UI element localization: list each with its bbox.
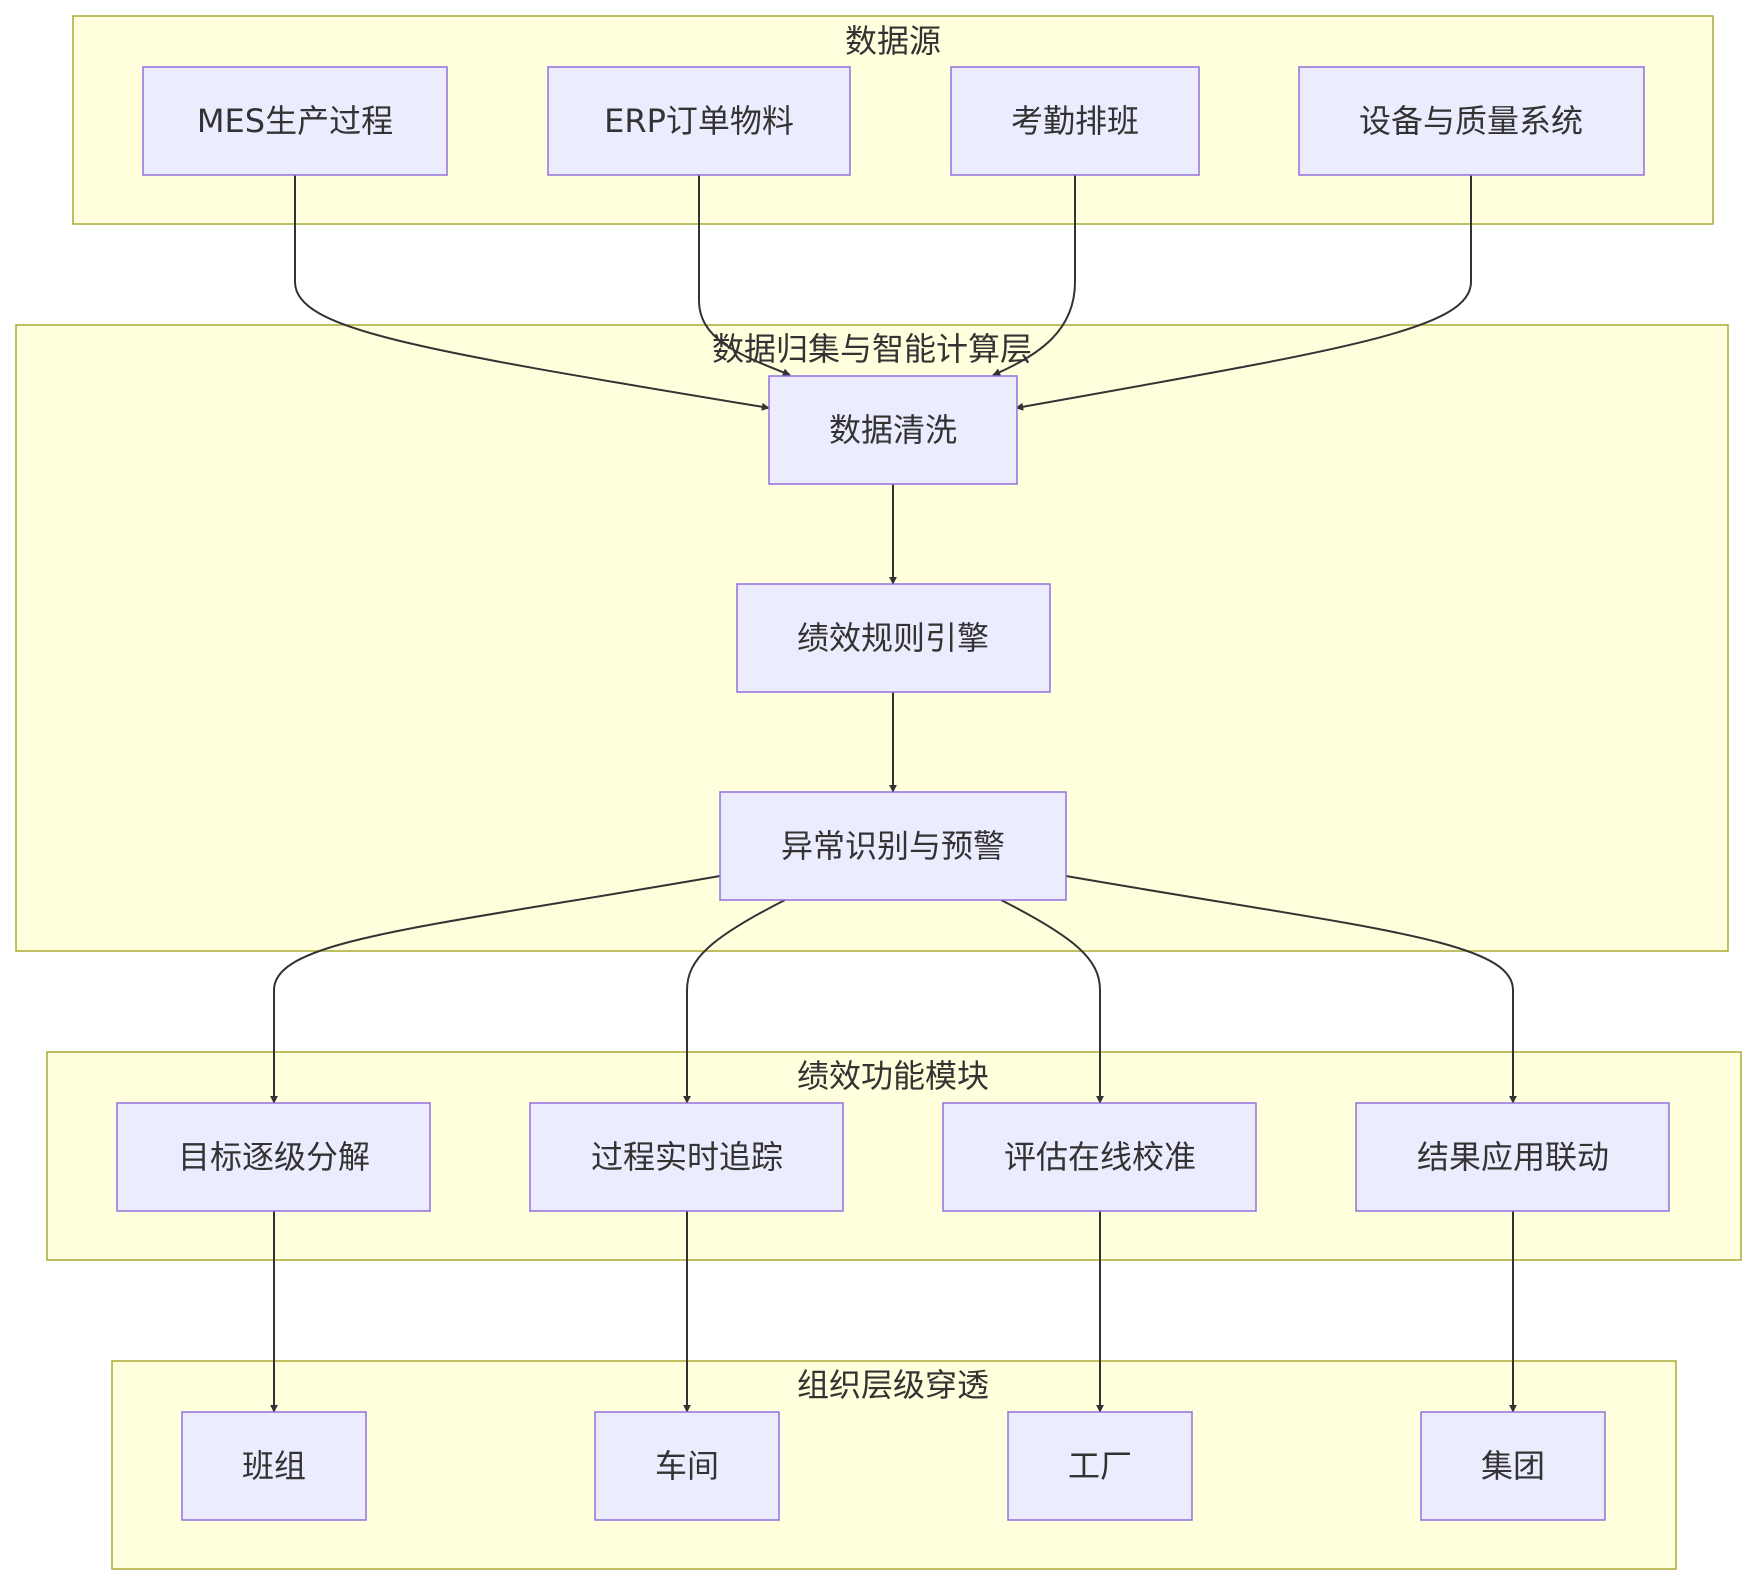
node-label: ERP订单物料	[604, 102, 794, 140]
edge-attendance-to-cleaning	[992, 175, 1076, 376]
cluster-title-performance-modules: 绩效功能模块	[797, 1057, 989, 1095]
node-group[interactable]: 集团	[1420, 1411, 1606, 1521]
edge-equipment-to-cleaning	[1015, 175, 1472, 411]
node-rules-engine[interactable]: 绩效规则引擎	[736, 583, 1051, 693]
edges	[270, 175, 1517, 1413]
node-label: 数据清洗	[829, 411, 957, 449]
node-label: 绩效规则引擎	[797, 619, 989, 657]
cluster-org-levels: 组织层级穿透	[111, 1360, 1677, 1570]
cluster-title-data-sources: 数据源	[845, 22, 941, 60]
node-label: 结果应用联动	[1417, 1138, 1609, 1176]
node-label: 班组	[242, 1447, 306, 1485]
node-erp-orders[interactable]: ERP订单物料	[547, 66, 851, 176]
node-label: 车间	[655, 1447, 719, 1485]
edge-anomaly-to-tracking	[683, 899, 786, 1104]
node-label: 设备与质量系统	[1359, 102, 1583, 140]
node-label: 评估在线校准	[1004, 1138, 1196, 1176]
node-label: 集团	[1481, 1447, 1545, 1485]
node-factory[interactable]: 工厂	[1007, 1411, 1193, 1521]
edge-erp-to-cleaning	[698, 175, 791, 377]
node-label: 异常识别与预警	[781, 827, 1005, 865]
node-equipment-quality[interactable]: 设备与质量系统	[1298, 66, 1645, 176]
node-anomaly-warning[interactable]: 异常识别与预警	[719, 791, 1067, 901]
edge-anomaly-to-results	[1065, 875, 1517, 1104]
node-online-calibration[interactable]: 评估在线校准	[942, 1102, 1257, 1212]
node-label: 目标逐级分解	[178, 1138, 370, 1176]
node-realtime-tracking[interactable]: 过程实时追踪	[529, 1102, 844, 1212]
node-team[interactable]: 班组	[181, 1411, 367, 1521]
cluster-title-compute-layer: 数据归集与智能计算层	[712, 330, 1032, 368]
node-label: MES生产过程	[197, 102, 393, 140]
node-results-linkage[interactable]: 结果应用联动	[1355, 1102, 1670, 1212]
cluster-title-org-levels: 组织层级穿透	[797, 1366, 989, 1404]
edge-anomaly-to-goal	[270, 875, 721, 1104]
node-workshop[interactable]: 车间	[594, 1411, 780, 1521]
edge-anomaly-to-calibration	[1000, 899, 1104, 1104]
node-goal-decomposition[interactable]: 目标逐级分解	[116, 1102, 431, 1212]
node-label: 过程实时追踪	[591, 1138, 783, 1176]
node-label: 工厂	[1068, 1447, 1132, 1485]
node-label: 考勤排班	[1011, 102, 1139, 140]
node-mes-production[interactable]: MES生产过程	[142, 66, 448, 176]
edge-mes-to-cleaning	[294, 175, 770, 411]
node-attendance[interactable]: 考勤排班	[950, 66, 1200, 176]
node-data-cleaning[interactable]: 数据清洗	[768, 375, 1018, 485]
